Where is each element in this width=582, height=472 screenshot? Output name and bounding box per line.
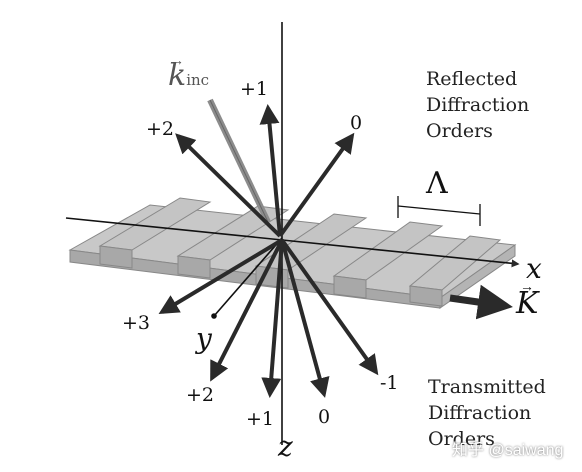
- reflected-order-0-arrow: [278, 132, 355, 238]
- transmitted-order-plus1-arrow: [261, 239, 284, 398]
- transmitted-order-plus2-arrow: [210, 239, 284, 382]
- reflected-order-plus2-arrow: [175, 133, 282, 238]
- transmitted-order-plus3-arrow: [158, 238, 284, 315]
- y-axis-line: [213, 237, 283, 317]
- y-axis-dot: [211, 313, 217, 319]
- reflected-arrows: [175, 104, 355, 238]
- period-bracket: [397, 196, 481, 226]
- x-axis-line: [65, 217, 520, 268]
- transmitted-arrows: [158, 238, 379, 398]
- transmitted-order-minus1-arrow: [280, 238, 379, 376]
- grating-vector-arrow: [449, 284, 513, 320]
- transmitted-order-0-arrow: [280, 239, 330, 398]
- reflected-order-plus1-arrow: [259, 104, 282, 237]
